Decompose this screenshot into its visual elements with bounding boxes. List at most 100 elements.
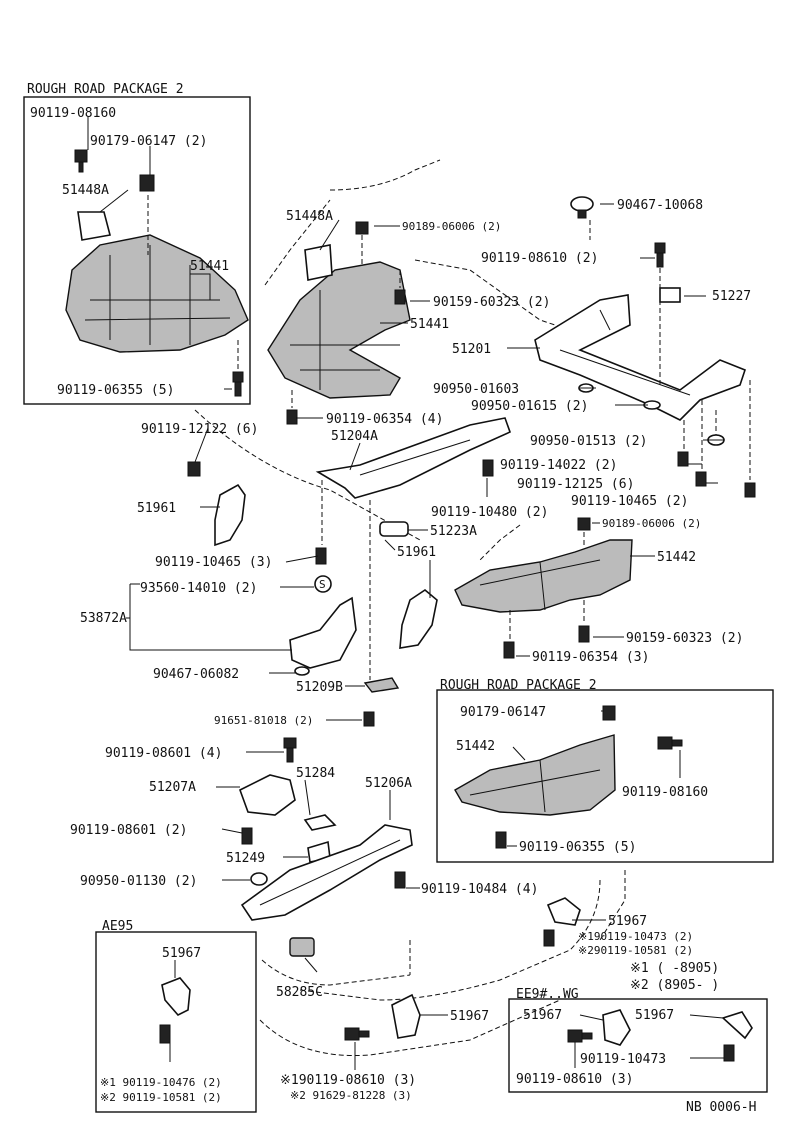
clip-90179-06147-b [602,705,616,721]
callout-51448A-b: 51448A [286,209,333,224]
callout-90119-08601-4: 90119-08601 (4) [105,746,222,761]
part-51227-clip [659,287,681,303]
washer-90950-01130 [250,872,268,886]
nut-90189-06006-a [355,221,369,235]
part-51201-crossmember [534,294,746,421]
callout-51967-b: 51967 [608,914,647,929]
callout-90119-10473: 90119-10473 [580,1052,666,1067]
callout-ast1-90119-10473-2: ※190119-10473 (2) [578,930,693,943]
part-51448A-bracket-a [77,211,111,241]
callout-51967-d: 51967 [523,1008,562,1023]
callout-51967-a: 51967 [162,946,201,961]
callout-51961-a: 51961 [137,501,176,516]
callout-90159-60323-2-b: 90159-60323 (2) [626,631,743,646]
legend-1: ※1 ( -8905) [630,961,719,976]
bolt-90119-06355-a [232,371,244,397]
part-51284-pad [303,814,337,831]
bolt-90119-08601-a [283,737,297,763]
bolt-ae95 [159,1024,171,1044]
bolt-90119-10465-b [744,482,756,498]
callout-90467-06082: 90467-06082 [153,667,239,682]
callout-90119-10465-3: 90119-10465 (3) [155,555,272,570]
part-51209B-plate [363,677,400,693]
rr2-top-header: ROUGH ROAD PACKAGE 2 [27,82,184,97]
part-51204A-brace [315,417,512,499]
legend-2: ※2 (8905- ) [630,978,719,993]
callout-90950-01603: 90950-01603 [433,382,519,397]
bolt-51967-main [543,929,555,947]
bolt-90119-06354-b [503,641,515,659]
part-51967-ae95 [161,977,191,1016]
rough-road-box-top [23,96,251,405]
callout-51204A: 51204A [331,429,378,444]
callout-90159-60323-2-a: 90159-60323 (2) [433,295,550,310]
bolt-90119-06355-b [495,831,507,849]
part-51967-bracket-lower [391,993,421,1039]
reference-code: NB 0006-H [686,1100,756,1115]
bolt-90159-60323-a [394,289,406,305]
bolt-ee9-a [567,1029,593,1043]
part-51967-ee9-a [602,1009,631,1046]
clip-90467-06082 [294,666,310,676]
callout-51441-a: 51441 [190,259,229,274]
ee9-header: EE9#..WG [516,987,579,1002]
bolt-90119-14022 [677,451,689,467]
rough-road-box-mid [436,689,774,863]
clip-93560-14010: S [314,575,332,593]
body-outline [194,159,626,1057]
part-51207A-bracket [239,774,296,816]
callout-90119-14022-2: 90119-14022 (2) [500,458,617,473]
callout-90950-01130-2: 90950-01130 (2) [80,874,197,889]
callout-51209B: 51209B [296,680,343,695]
callout-90119-06355-5-a: 90119-06355 (5) [57,383,174,398]
rr2-mid-header: ROUGH ROAD PACKAGE 2 [440,678,597,693]
ee9-wg-box [508,998,768,1093]
part-51441-cover [267,261,411,399]
ae95-box [95,931,257,1113]
part-53872A-bracket [289,596,357,669]
part-58285C-plug [289,937,315,957]
callout-ast2-91629-81228-3: ※2 91629-81228 (3) [290,1089,412,1102]
callout-90119-10484-4: 90119-10484 (4) [421,882,538,897]
callout-51207A: 51207A [149,780,196,795]
callout-51227: 51227 [712,289,751,304]
callout-90189-06006-2-b: 90189-06006 (2) [602,517,701,530]
leader-lines [87,116,724,1070]
callout-51223A: 51223A [430,524,477,539]
callout-90119-12122-6: 90119-12122 (6) [141,422,258,437]
callout-51442-b: 51442 [456,739,495,754]
callout-90119-08160-a: 90119-08160 [30,106,116,121]
part-51441-rough-road [65,234,249,353]
callout-90119-08160-b: 90119-08160 [622,785,708,800]
callout-90119-10480-2: 90119-10480 (2) [431,505,548,520]
callout-58285C: 58285C [276,985,323,1000]
callout-90189-06006-2-a: 90189-06006 (2) [402,220,501,233]
callout-ast2-90119-10581-2-a: ※290119-10581 (2) [578,944,693,957]
callout-51967-c: 51967 [450,1009,489,1024]
bolt-90119-10484 [394,871,406,889]
part-51442-rough-road [454,734,616,816]
callout-91651-81018-2: 91651-81018 (2) [214,714,313,727]
part-51223A-pad [379,521,409,537]
callout-51201: 51201 [452,342,491,357]
part-51961-bracket-b [399,589,438,649]
callout-90119-06354-3: 90119-06354 (3) [532,650,649,665]
bolt-90119-10480 [482,459,494,477]
callout-90119-08610-3: 90119-08610 (3) [516,1072,633,1087]
callout-90950-01615-2: 90950-01615 (2) [471,399,588,414]
callout-90119-06355-5-b: 90119-06355 (5) [519,840,636,855]
bolt-90119-12125 [695,471,707,487]
callout-51284: 51284 [296,766,335,781]
callout-90179-06147: 90179-06147 [460,705,546,720]
bolt-90119-08610-lower [344,1027,370,1041]
callout-90179-06147-2: 90179-06147 (2) [90,134,207,149]
callout-ast2-90119-10581-2-b: ※2 90119-10581 (2) [100,1091,222,1104]
callout-90119-10465-2: 90119-10465 (2) [571,494,688,509]
callout-51967-e: 51967 [635,1008,674,1023]
callout-53872A: 53872A [80,611,127,626]
callout-51249: 51249 [226,851,265,866]
callout-93560-14010-2: 93560-14010 (2) [140,581,257,596]
bolt-90119-08160-b [657,736,683,750]
clip-90467-10068 [570,196,594,219]
